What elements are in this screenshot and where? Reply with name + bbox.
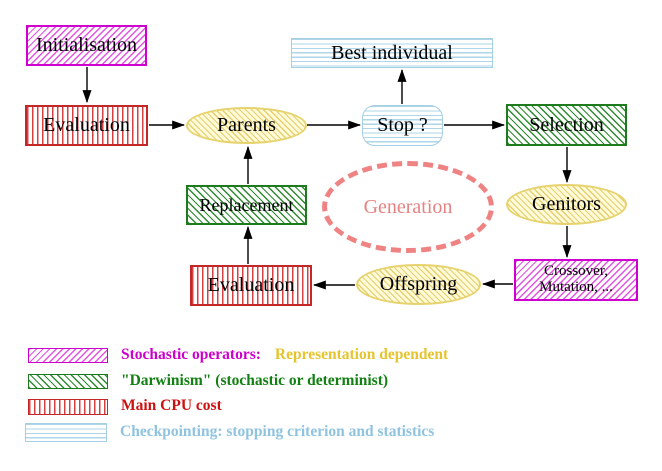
node-replacement-label: Replacement xyxy=(199,194,294,215)
node-crossover-label-line1: Crossover, xyxy=(544,263,608,280)
node-evaluation-top: Evaluation xyxy=(25,105,148,146)
legend-swatch-checkpointing xyxy=(25,423,107,442)
legend-label-darwinism: "Darwinism" (stochastic or determinist) xyxy=(121,372,388,390)
node-parents: Parents xyxy=(186,107,307,144)
legend-darwinism-text: "Darwinism" (stochastic or determinist) xyxy=(121,372,389,389)
generation-label: Generation xyxy=(363,195,453,218)
node-offspring-label: Offspring xyxy=(379,273,458,295)
node-best-individual-label: Best individual xyxy=(331,41,453,64)
legend-cpu-cost-text: Main CPU cost xyxy=(121,397,222,414)
node-best-individual: Best individual xyxy=(291,38,493,68)
legend-checkpointing-text: Checkpointing: stopping criterion and st… xyxy=(120,423,435,440)
node-replacement: Replacement xyxy=(186,185,307,225)
node-genitors: Genitors xyxy=(506,184,627,225)
legend-stochastic-text: Stochastic operators: xyxy=(121,346,261,363)
legend-label-cpu-cost: Main CPU cost xyxy=(121,397,222,415)
node-crossover-mutation: Crossover, Mutation, ... xyxy=(514,259,638,301)
node-evaluation-top-label: Evaluation xyxy=(43,114,130,136)
legend-swatch-stochastic-operators xyxy=(28,348,108,363)
node-genitors-label: Genitors xyxy=(532,193,601,215)
node-stop: Stop ? xyxy=(362,105,443,146)
node-selection-label: Selection xyxy=(529,113,604,136)
node-initialisation: Initialisation xyxy=(26,25,147,66)
legend-swatch-darwinism xyxy=(28,374,108,389)
legend-swatch-cpu-cost xyxy=(28,399,108,415)
generation-loop-ellipse: Generation xyxy=(322,161,494,253)
node-offspring: Offspring xyxy=(356,264,481,305)
node-selection: Selection xyxy=(506,104,627,146)
legend-label-checkpointing: Checkpointing: stopping criterion and st… xyxy=(120,423,434,441)
node-crossover-label-line2: Mutation, ... xyxy=(539,279,613,295)
node-parents-label: Parents xyxy=(217,114,276,136)
legend-representation-dependent-text: Representation dependent xyxy=(274,346,449,363)
node-evaluation-bottom: Evaluation xyxy=(190,265,312,306)
legend-label-stochastic-operators: Stochastic operators: Representation depe… xyxy=(121,346,448,364)
node-evaluation-bottom-label: Evaluation xyxy=(207,274,295,296)
node-stop-label: Stop ? xyxy=(377,114,428,136)
node-initialisation-label: Initialisation xyxy=(35,34,138,56)
